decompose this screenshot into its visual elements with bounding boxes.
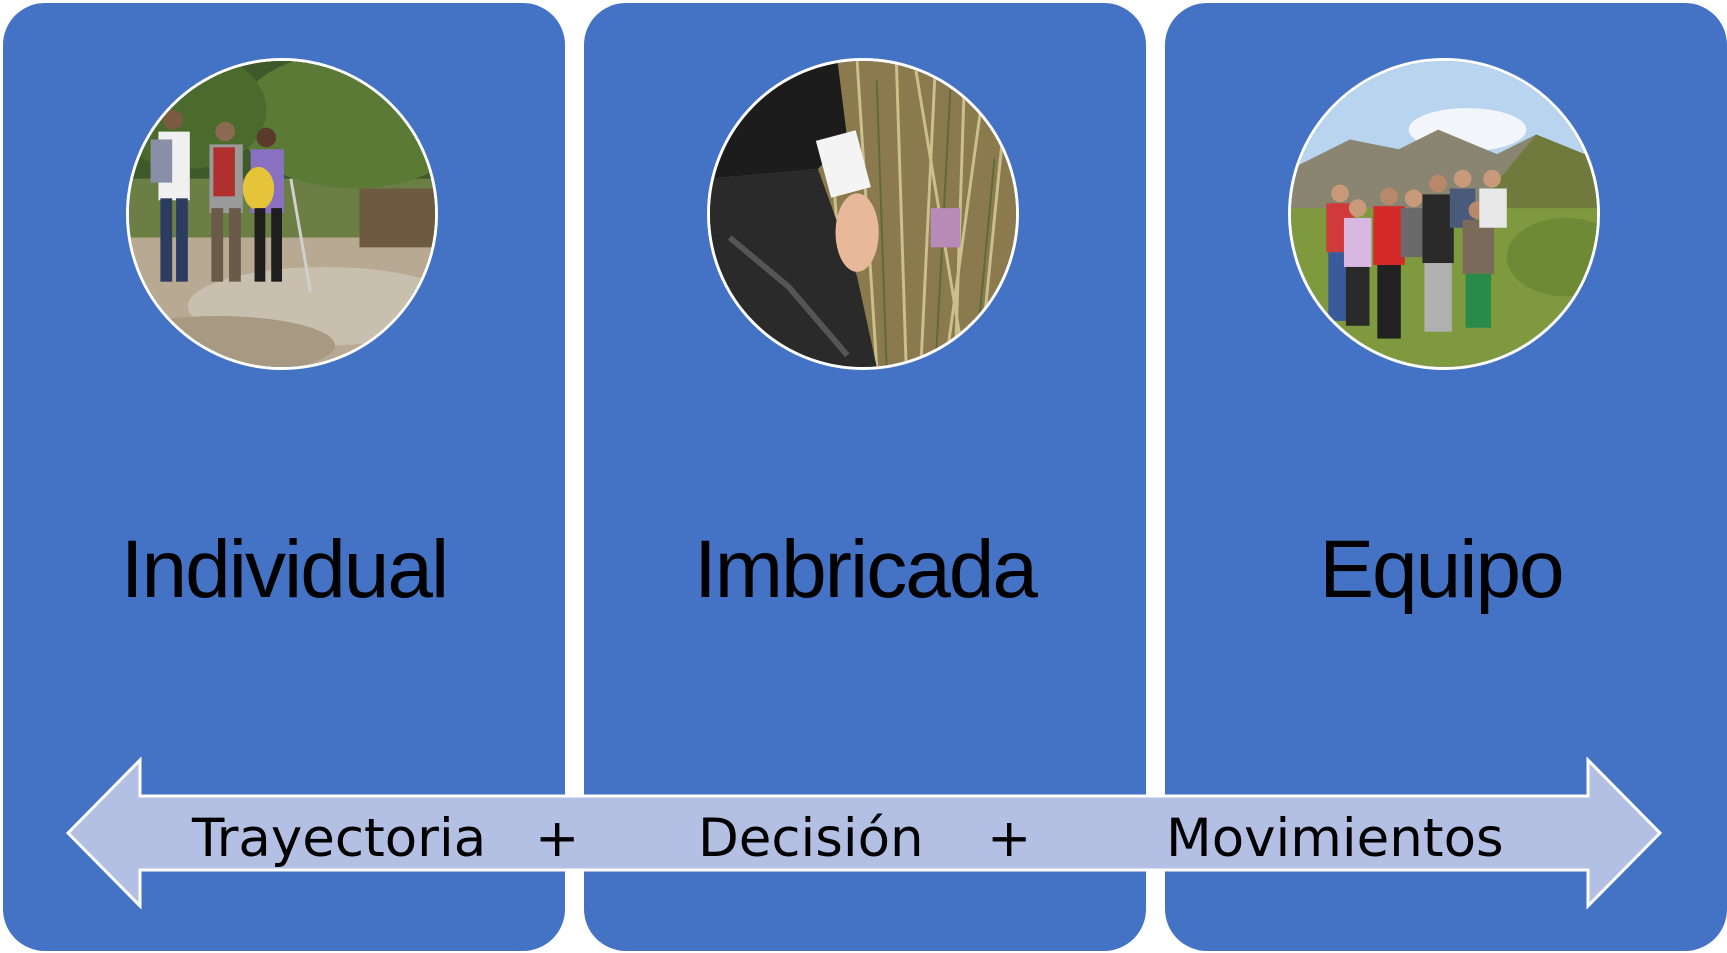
axis-label-movimientos: Movimientos [1166, 808, 1504, 869]
panel-title: Equipo [1319, 524, 1564, 615]
axis-plus-2: + [987, 808, 1032, 869]
panel-title: Individual [120, 524, 449, 615]
axis-label-decision: Decisión [698, 808, 924, 869]
panel-individual: Individual [3, 3, 565, 951]
group-photo [1288, 58, 1600, 370]
panel-title: Imbricada [693, 524, 1038, 615]
bandaged-hand-photo [707, 58, 1019, 370]
axis-label-trayectoria: Trayectoria [192, 808, 487, 869]
hikers-photo [126, 58, 438, 370]
axis-plus-1: + [535, 808, 580, 869]
